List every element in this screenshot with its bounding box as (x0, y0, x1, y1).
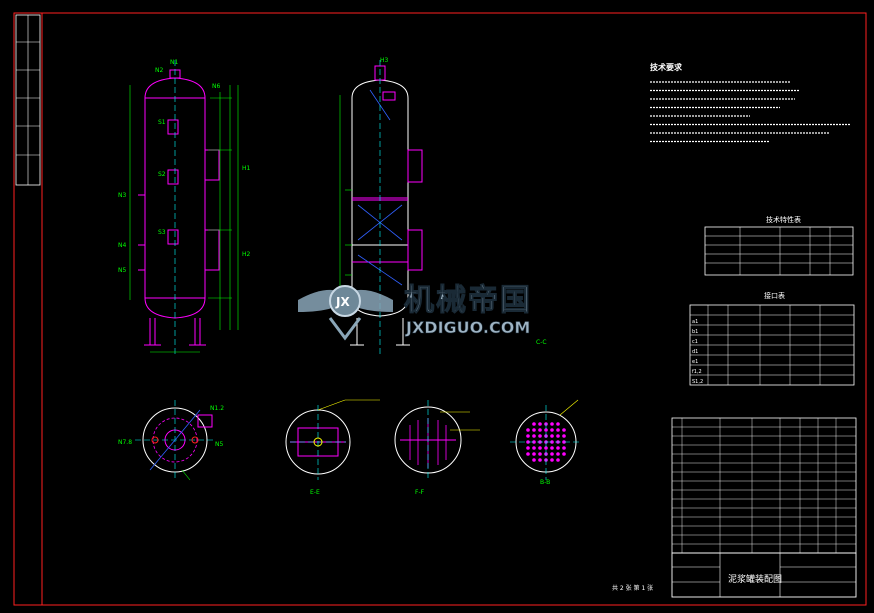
label-s1: S1 (158, 119, 166, 126)
label-s2: S2 (158, 171, 166, 178)
perforation-hole (538, 446, 542, 450)
perforation-hole (538, 452, 542, 456)
label-n5: N5 (118, 267, 126, 274)
label-n6: N6 (212, 83, 220, 90)
perforation-hole (538, 422, 542, 426)
perforation-hole (550, 434, 554, 438)
label-section-ee: E-E (310, 489, 320, 496)
perforation-hole (532, 422, 536, 426)
nozzle-table: 接口表 a1 b1 c1 d1 e1 f1,2S1,2 (689, 291, 855, 386)
watermark-logo: JX (298, 285, 393, 341)
perforation-hole (550, 446, 554, 450)
perforation-hole (550, 458, 554, 462)
label-section-bb: B-B (540, 479, 550, 486)
perforation-hole (532, 428, 536, 432)
vessel-front-view (138, 69, 220, 346)
drawing-name: 泥浆罐装配图 (728, 573, 782, 585)
nozzle-row-id: f1,2 (692, 369, 702, 375)
label-h2: H2 (242, 251, 251, 258)
label-n12: N1.2 (210, 405, 224, 412)
section-ee-view (285, 399, 380, 480)
watermark-en: JXDIGUO.COM (405, 318, 530, 337)
perforation-hole (532, 446, 536, 450)
perforation-hole (556, 458, 560, 462)
watermark: JX 机械帝国 JXDIGUO.COM (298, 283, 532, 341)
notes-text-lines (650, 81, 850, 143)
perforation-hole (562, 428, 566, 432)
perforation-hole (562, 452, 566, 456)
perforation-hole (550, 422, 554, 426)
label-n3: N3 (118, 192, 126, 199)
nozzle-row-id: b1 (692, 329, 698, 335)
technical-notes: 技术要求 (650, 62, 850, 143)
perforation-hole (526, 446, 530, 450)
label-n4: N4 (118, 242, 126, 249)
label-section-ff: F-F (415, 489, 425, 496)
tech-table-title: 技术特性表 (766, 215, 801, 224)
label-section-cc: C-C (536, 339, 547, 346)
nozzle-row-id: a1 (692, 319, 698, 325)
nozzle-table-title: 接口表 (764, 291, 785, 300)
perforation-hole (532, 452, 536, 456)
perforation-hole (532, 434, 536, 438)
perforation-hole (556, 422, 560, 426)
perforation-hole (556, 434, 560, 438)
title-block: 泥浆罐装配图 共 2 张 第 1 张 (612, 552, 857, 598)
label-n2: N2 (155, 67, 163, 74)
nozzle-row-id: c1 (692, 339, 698, 345)
perforation-hole (556, 428, 560, 432)
section-ff-view (394, 400, 480, 480)
nozzle-row-id: S1,2 (692, 379, 703, 385)
perforation-hole (556, 452, 560, 456)
perforation-hole (526, 428, 530, 432)
section-bb-view (510, 399, 582, 480)
label-s3: S3 (158, 229, 166, 236)
perforation-hole (538, 428, 542, 432)
watermark-cn: 机械帝国 (404, 283, 532, 318)
tech-characteristics-table: 技术特性表 (704, 215, 854, 276)
label-n5-plan: N5 (215, 441, 223, 448)
perforation-hole (556, 446, 560, 450)
sheet-info: 共 2 张 第 1 张 (612, 584, 653, 592)
plan-view (135, 400, 215, 481)
label-h3: H3 (380, 57, 389, 64)
perforation-hole (544, 428, 548, 432)
outer-border (13, 12, 867, 606)
label-n78: N7.8 (118, 439, 132, 446)
perforation-hole (526, 434, 530, 438)
perforation-hole (538, 434, 542, 438)
label-n1: N1 (170, 59, 178, 66)
perforation-hole (538, 458, 542, 462)
perforation-hole (544, 446, 548, 450)
perforation-hole (562, 446, 566, 450)
drawing-labels: N1 N2 N3 N4 N5 N6 S1 S2 S3 H1 H2 H3 N1.2… (118, 57, 550, 496)
nozzle-row-id: d1 (692, 349, 698, 355)
left-margin-grid (16, 15, 40, 185)
logo-letters: JX (335, 295, 350, 309)
vessel-section-dims (339, 95, 352, 300)
perforation-hole (550, 452, 554, 456)
perforation-hole (532, 458, 536, 462)
perforation-hole (526, 452, 530, 456)
nozzle-row-id: e1 (692, 359, 698, 365)
vessel-front-dims (129, 85, 239, 353)
vessel-section-internals (352, 65, 423, 271)
notes-title: 技术要求 (650, 62, 683, 72)
perforation-hole (550, 428, 554, 432)
perforation-hole (562, 434, 566, 438)
label-h1: H1 (242, 165, 251, 172)
parts-list (671, 417, 857, 554)
